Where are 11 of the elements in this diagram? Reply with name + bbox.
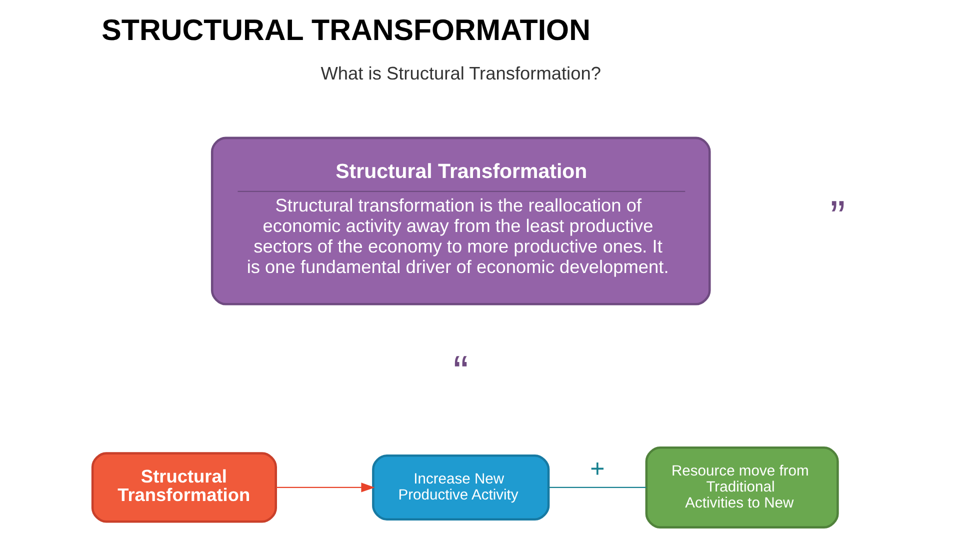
connector	[548, 486, 646, 488]
node-box: Resource move from Traditional Activities to New	[644, 446, 838, 528]
edge-label: +	[590, 454, 604, 483]
node-box: Increase New Productive Activity	[372, 454, 550, 520]
label: ”	[830, 191, 845, 242]
node-box: Structural Transformation	[90, 452, 276, 523]
label: “	[452, 346, 468, 398]
label: What is Structural Transformation?	[320, 64, 600, 84]
node-box: Structural Transformation Structural transformation is the reallocation of economic activity away from the least productive sectors of the economy to more productive ones. It is one fundamental driver of economic development.	[210, 136, 710, 306]
diagram-title: STRUCTURAL TRANSFORMATION	[101, 14, 590, 47]
arrow	[276, 482, 374, 492]
